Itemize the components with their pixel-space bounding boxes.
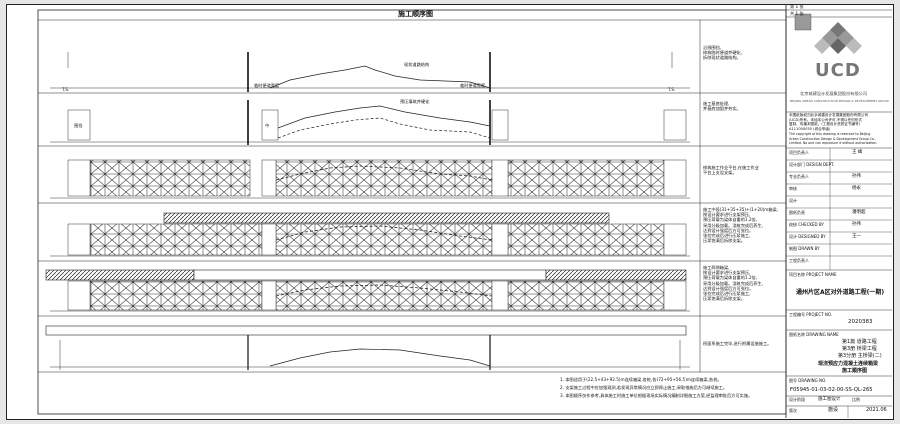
drawing-name-1: 第1篇 道路工程 bbox=[842, 339, 877, 345]
stage-2-notes: 施工基底处理, 并基底加固并夯实。 bbox=[703, 101, 741, 112]
license-block: 本图纸版权归北京城建设计发展集团股份有限公司 (UCD)所有。未经本公司许可,不… bbox=[789, 113, 878, 145]
stage-1-notes: 沿线围挡, 修筑临时便道并硬化, 拆除现状道路结构。 bbox=[703, 45, 743, 61]
ucd-logo-mark bbox=[814, 22, 862, 54]
tb-value-0: 王 峰 bbox=[852, 150, 863, 155]
tb-value-5: 潘明超 bbox=[852, 210, 866, 215]
stage-3-notes: 修筑施工作业平台,在施工作业 平台上支设支架。 bbox=[703, 165, 759, 176]
drawing-name-2: 第3册 桥梁工程 bbox=[842, 346, 877, 352]
sheet-total: 共 1 张 bbox=[790, 11, 804, 16]
design-stage-value: 施工图设计 bbox=[818, 397, 841, 402]
drawing-name-5: 施工顺序图 bbox=[842, 368, 868, 374]
tb-label-3: 审核 bbox=[789, 186, 797, 191]
stage-2-diagram bbox=[50, 100, 690, 145]
elevation-tag-left: T.S. bbox=[62, 87, 70, 92]
tb-label-4: 设计 bbox=[789, 198, 797, 203]
tb-label-8: 制图 DRAWN BY bbox=[789, 246, 820, 251]
project-no-label: 工程编号 PROJECT NO. bbox=[789, 312, 833, 317]
drawing-date: 2021.06 bbox=[866, 407, 887, 413]
stage-5-notes: 施工两侧箱梁, 按设计要求进行支架预压, 预压荷载为梁体自重的1.2倍, 采用分… bbox=[703, 265, 763, 302]
company-name-cn: 北京城建设计发展集团股份有限公司 bbox=[800, 91, 868, 96]
stage-1-diagram bbox=[50, 52, 690, 92]
drawing-no-label: 图号 DRAWING NO. bbox=[789, 378, 827, 383]
drawing-name-4: 现浇预应力混凝土连续箱梁 bbox=[818, 361, 879, 367]
drawing-no: F05945-01-03-02-00-SS-QL-265 bbox=[790, 387, 873, 393]
drawing-name-3: 第3分册 主桥梁(二) bbox=[838, 353, 882, 359]
tb-label-1: 设计部门 DESIGN DEPT. bbox=[789, 162, 835, 167]
drawing-sheet bbox=[6, 4, 894, 420]
label-fence: 围挡 bbox=[74, 123, 83, 128]
design-stage-label: 设计阶段 bbox=[789, 397, 805, 402]
label-temp-road-right: 临时便道宽度 bbox=[460, 83, 486, 88]
stage-6-notes: 桥面系施工完毕,进行附属设施施工。 bbox=[703, 341, 772, 346]
stage-5-diagram bbox=[45, 269, 690, 312]
tb-label-2: 专业负责人 bbox=[789, 174, 809, 179]
stage-4-diagram bbox=[50, 212, 690, 257]
tb-label-9: 工程负责人 bbox=[789, 258, 809, 263]
tb-value-3: 杨永 bbox=[852, 186, 861, 191]
drawing-name-label: 图纸名称 DRAWING NAME bbox=[789, 332, 839, 337]
label-filled-base: 预压填筑并硬化 bbox=[400, 99, 430, 104]
footnotes: 1. 本图适用于(22.5+43+92.5)m连续箱梁,各桩,各(72+95+5… bbox=[560, 377, 753, 399]
stage-6-diagram bbox=[45, 325, 690, 370]
tb-label-5: 图纸负责 bbox=[789, 210, 805, 215]
tb-value-6: 孙伟 bbox=[852, 222, 861, 227]
company-name-en: BEIJING URBAN CONSTRUCTION DESIGN & DEVE… bbox=[790, 99, 889, 103]
project-no: 2020383 bbox=[848, 319, 873, 325]
stage-4-notes: 施工中段(31+35+35)+(1+20)m箱梁, 按设计要求进行支架预压, 预… bbox=[703, 207, 779, 244]
tb-label-6: 校核 CHECKED BY bbox=[789, 222, 824, 227]
stage-3-diagram bbox=[50, 159, 690, 199]
qr-code bbox=[794, 13, 812, 31]
tb-value-2: 孙伟 bbox=[852, 174, 861, 179]
tb-label-0: 项目负责人 bbox=[789, 150, 809, 155]
drawing-title: 施工顺序图 bbox=[398, 10, 433, 18]
project-name: 通州片区A区对外道路工程(一期) bbox=[796, 289, 885, 296]
sheet-number: 第 1 张 bbox=[790, 4, 804, 9]
tb-value-7: 王一 bbox=[852, 234, 861, 239]
scale-label: 比例 bbox=[852, 397, 860, 402]
version-value: 施设 bbox=[828, 407, 839, 413]
project-name-label: 项目名称 PROJECT NAME bbox=[789, 272, 837, 277]
elevation-tag-right: T.S. bbox=[668, 87, 676, 92]
version-label: 版次 bbox=[789, 408, 797, 413]
company-logo-text: UCD bbox=[815, 60, 861, 81]
label-existing-road: 现状道路结构 bbox=[404, 62, 430, 67]
title-block-grid bbox=[786, 9, 892, 418]
label-temp-road-left: 临时便道宽度 bbox=[254, 83, 280, 88]
tb-label-7: 设计 DESIGNED BY bbox=[789, 234, 826, 239]
label-center: 中 bbox=[265, 123, 270, 128]
